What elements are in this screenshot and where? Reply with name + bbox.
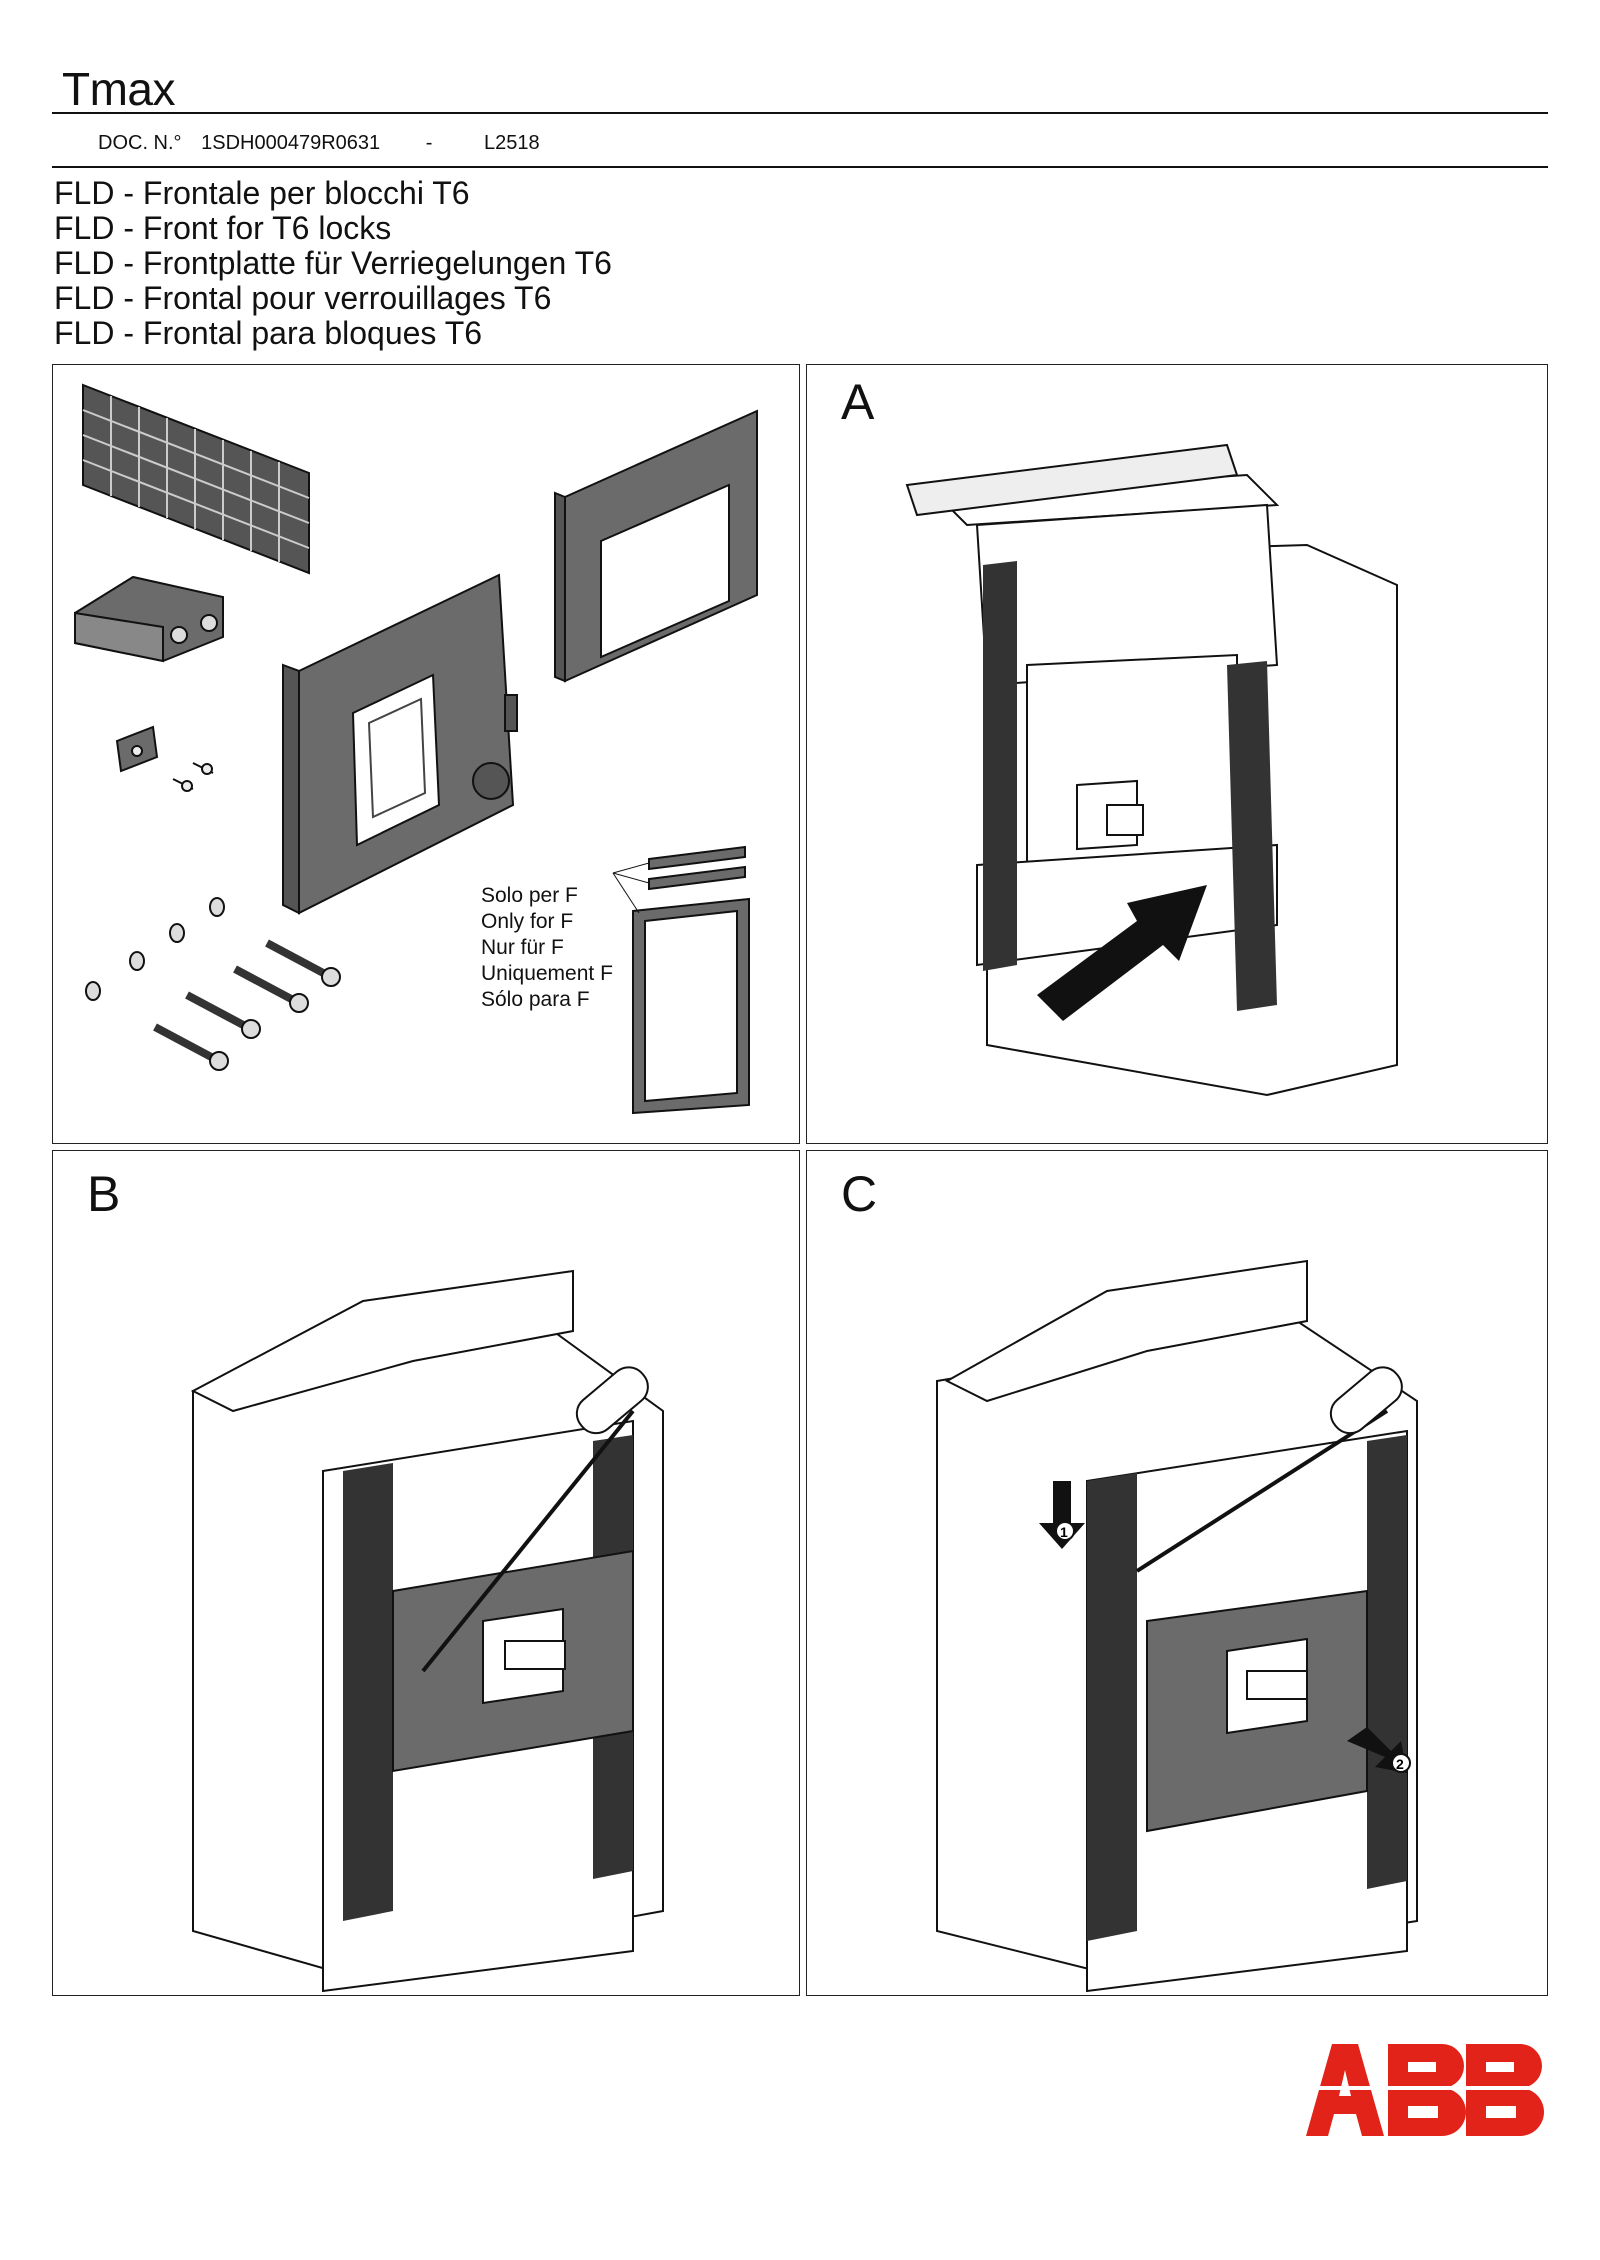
brand-title: Tmax (62, 63, 176, 115)
note-english: Only for F (481, 910, 574, 933)
title-german: FLD - Frontplatte für Verriegelungen T6 (54, 245, 612, 281)
title-spanish: FLD - Frontal para bloques T6 (54, 315, 483, 351)
kit-parts-illustration (74, 383, 758, 1115)
panel-step-b: B (52, 1150, 800, 1996)
terminal-cover-grid (82, 383, 310, 575)
document-number-line: DOC. N.° 1SDH000479R0631 - L2518 (98, 132, 540, 155)
breaker-step-a-illustration (905, 443, 1398, 1097)
insertion-arrow-icon (1037, 885, 1207, 1021)
title-french: FLD - Frontal pour verrouillages T6 (54, 280, 552, 316)
step-2-arrow-icon (1347, 1727, 1411, 1773)
title-italian: FLD - Frontale per blocchi T6 (54, 175, 470, 211)
small-bracket (115, 725, 214, 792)
f-only-parts (612, 845, 750, 1115)
step-b-label: B (87, 1166, 121, 1222)
abb-logo-mark (1306, 2044, 1546, 2136)
step-a-label: A (841, 374, 875, 430)
doc-separator: - (425, 132, 433, 154)
breaker-step-b-illustration (190, 1269, 664, 1993)
f-only-notes: Solo per F Only for F Nur für F Uniqueme… (481, 883, 613, 1013)
panel-step-c: C 1 2 (806, 1150, 1548, 1996)
mounting-frame (554, 409, 758, 683)
fixing-screws-and-washers (85, 897, 341, 1071)
step-1-arrow-icon (1039, 1481, 1085, 1549)
title-english: FLD - Front for T6 locks (54, 210, 392, 246)
abb-logo (1306, 2040, 1546, 2145)
lock-block (74, 575, 224, 663)
step-c-label: C (841, 1166, 878, 1222)
screwdriver-icon (1135, 1366, 1403, 1573)
note-italian: Solo per F (481, 884, 578, 907)
step-1-number: 1 (1060, 1524, 1068, 1540)
note-spanish: Sólo para F (481, 988, 590, 1011)
panel-step-a: A (806, 364, 1548, 1144)
note-german: Nur für F (481, 936, 564, 959)
doc-code: L2518 (483, 132, 540, 154)
screwdriver-icon (421, 1366, 649, 1673)
step-2-number: 2 (1396, 1756, 1404, 1772)
fld-front-box (282, 573, 518, 915)
note-french: Uniquement F (481, 962, 613, 985)
header-rule-top (52, 112, 1548, 114)
breaker-step-c-illustration: 1 2 (936, 1259, 1418, 1993)
header-rule-bottom (52, 166, 1548, 168)
panel-kit-contents: Solo per F Only for F Nur für F Uniqueme… (52, 364, 800, 1144)
doc-number: 1SDH000479R0631 (201, 132, 381, 154)
doc-prefix: DOC. N.° (98, 132, 182, 154)
